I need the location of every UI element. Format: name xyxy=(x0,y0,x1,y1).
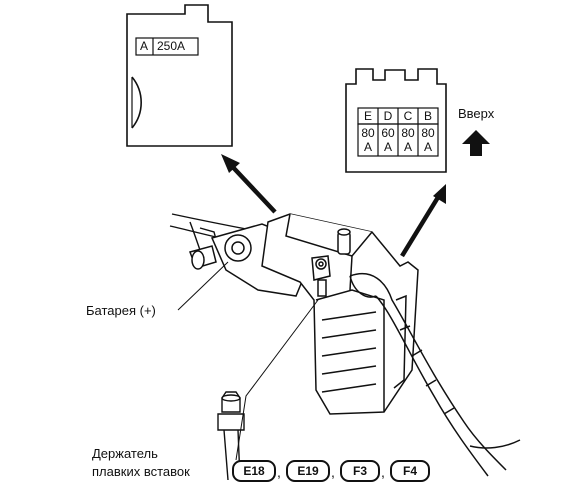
connector-badge[interactable]: E19 xyxy=(286,460,330,482)
fuse-slot-letter: B xyxy=(423,109,432,123)
fuse-slot-letter: E xyxy=(363,109,372,123)
fuse-slot-value: 80 xyxy=(401,126,415,140)
fuse-slot-unit: A xyxy=(423,140,432,154)
fuse-slot-unit: A xyxy=(383,140,392,154)
pointer-arrow-a xyxy=(221,154,277,214)
fuse-holder-label-line1: Держатель xyxy=(92,446,158,461)
fuse-holder-label-line2: плавких вставок xyxy=(92,464,190,479)
fuse-slot-letter: C xyxy=(403,109,413,123)
up-arrow-icon xyxy=(462,130,490,156)
inset-a-rating: 250A xyxy=(157,39,186,53)
fuse-slot-value: 80 xyxy=(361,126,375,140)
fuse-holder-box xyxy=(261,213,419,415)
inset-a-housing xyxy=(126,4,233,147)
connector-badge[interactable]: E18 xyxy=(232,460,276,482)
separator: , xyxy=(277,464,281,480)
pointer-arrow-b xyxy=(400,184,446,258)
up-direction-label: Вверх xyxy=(458,106,495,121)
fuse-slot-value: 80 xyxy=(421,126,435,140)
inset-b-housing xyxy=(345,68,447,173)
right-wire-harness xyxy=(349,273,521,477)
battery-positive-label: Батарея (+) xyxy=(86,303,156,318)
fuse-slot-value: 60 xyxy=(381,126,395,140)
connector-badge[interactable]: F3 xyxy=(340,460,380,482)
separator: , xyxy=(331,464,335,480)
fuse-slot-unit: A xyxy=(363,140,372,154)
separator: , xyxy=(381,464,385,480)
inset-a-letter: A xyxy=(140,39,149,53)
connector-badge[interactable]: F4 xyxy=(390,460,430,482)
fuse-slot-unit: A xyxy=(403,140,412,154)
callout-leaders xyxy=(177,261,319,461)
fuse-slot-letter: D xyxy=(383,109,393,123)
